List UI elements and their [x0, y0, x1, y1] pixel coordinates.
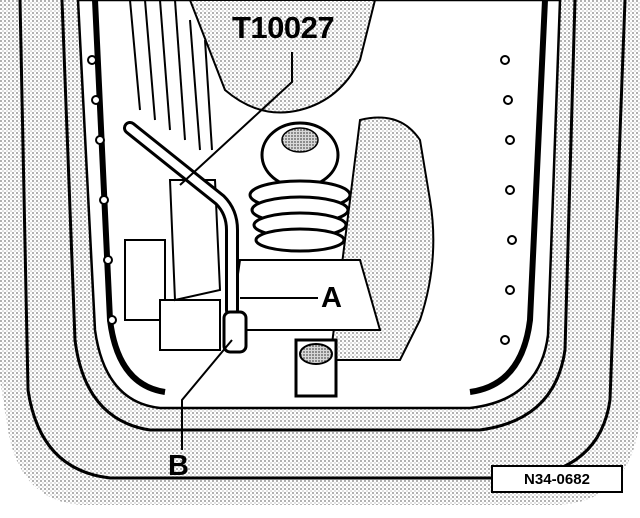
- bezel-edge-line: [18, 0, 627, 480]
- left-mechanism: [124, 179, 222, 351]
- figure-id-box: N34-0682: [491, 465, 623, 493]
- figure-id-text: N34-0682: [524, 470, 590, 488]
- boot-frame-right: [469, 0, 548, 395]
- special-tool-t10027-highlight: [126, 124, 236, 314]
- boot-ribs: [129, 0, 213, 151]
- leader-tool: [179, 52, 293, 186]
- callout-b-label: B: [168, 450, 189, 482]
- frame-holes: [87, 55, 517, 345]
- tool-label: T10027: [232, 10, 335, 45]
- lever-coil: [248, 179, 352, 253]
- lever-ball-top: [281, 127, 319, 153]
- shifter-housing: [188, 0, 377, 114]
- leader-b: [181, 339, 233, 450]
- bezel-edge-line-inner: [60, 0, 577, 432]
- bottom-bolt: [294, 338, 338, 398]
- callout-a-label: A: [321, 282, 342, 314]
- base-plate: [228, 259, 382, 331]
